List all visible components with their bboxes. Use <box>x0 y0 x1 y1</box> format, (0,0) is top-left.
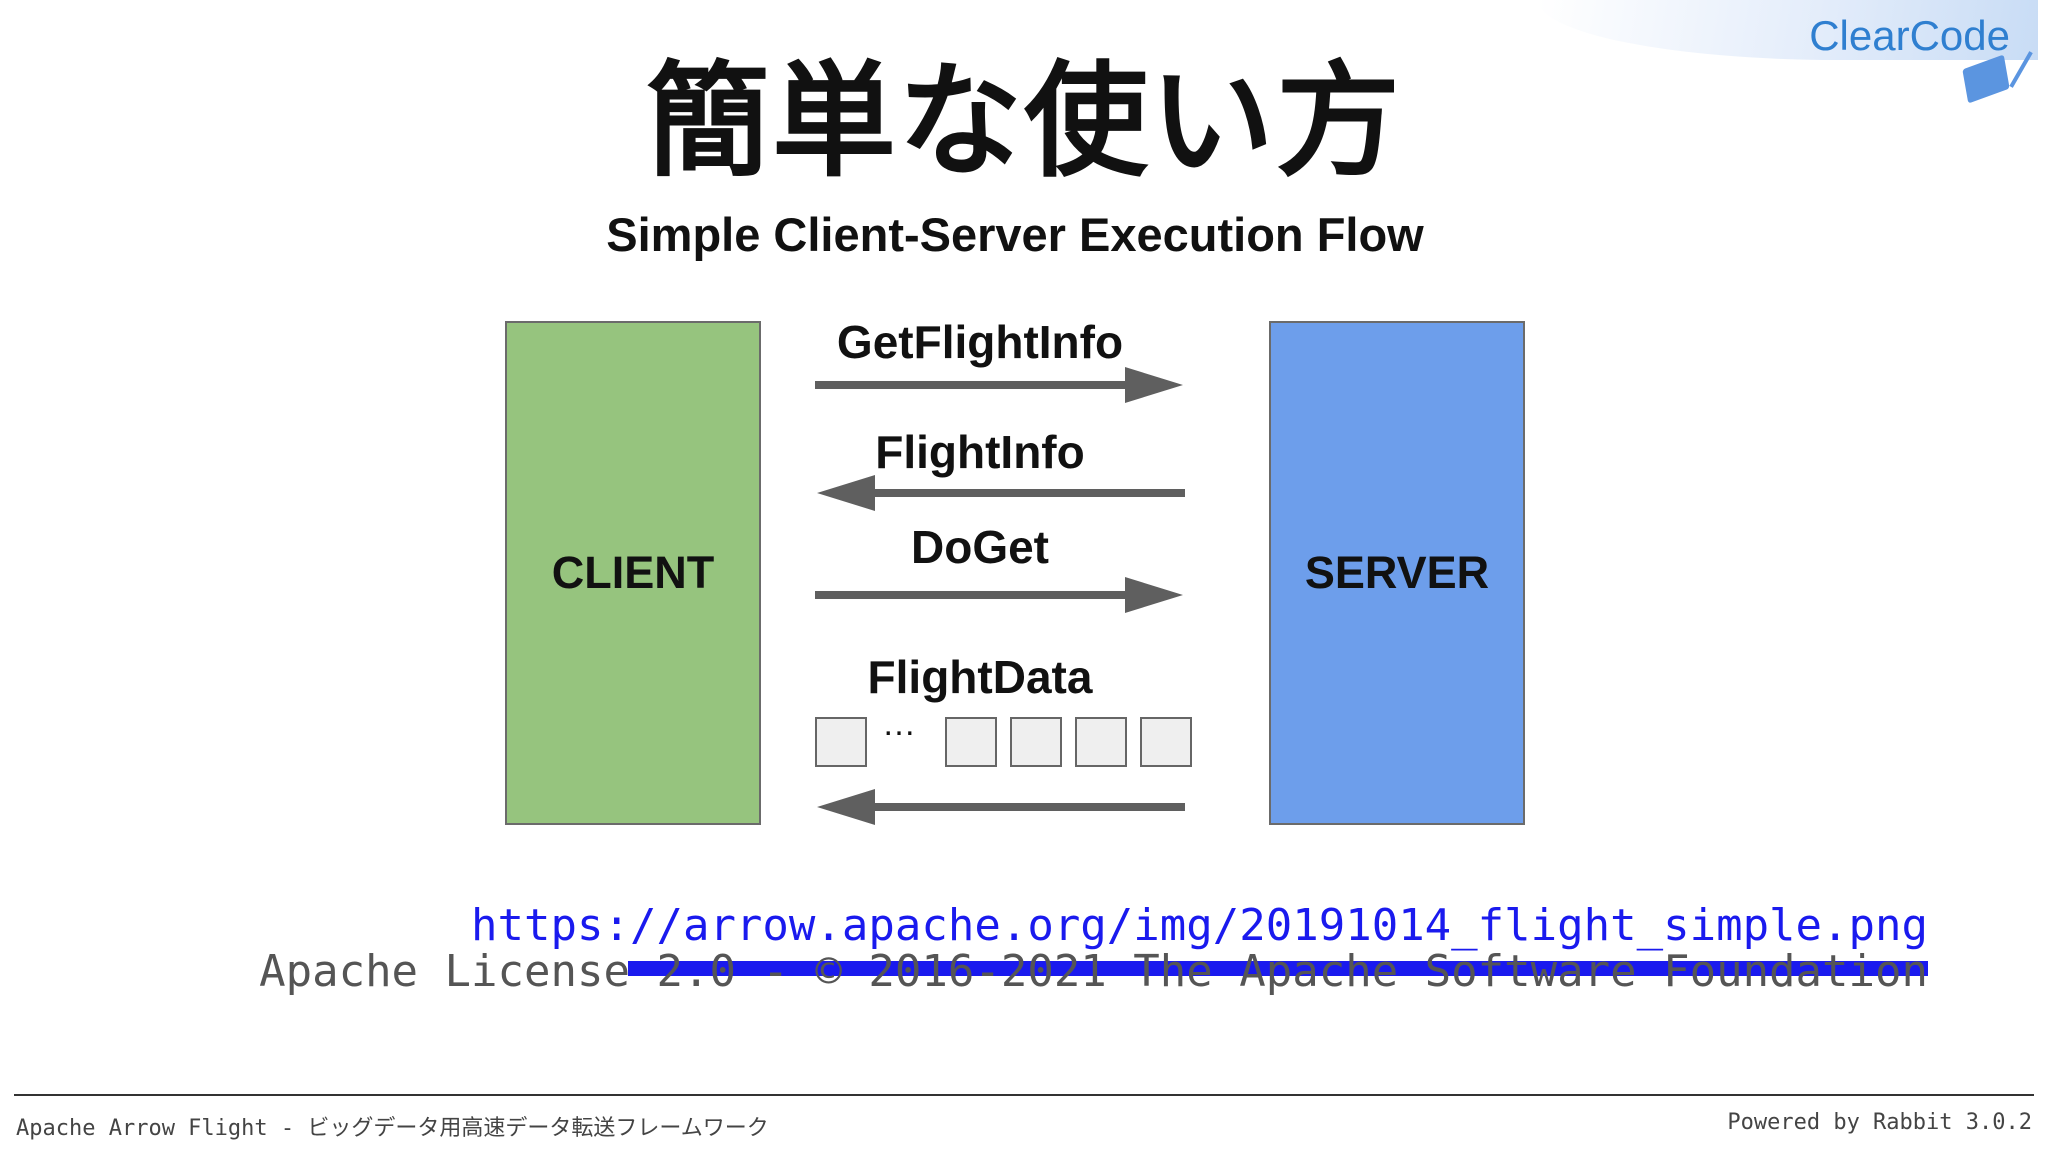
arrow-left-icon <box>817 475 1185 511</box>
server-box: SERVER <box>1269 321 1525 825</box>
footer-divider <box>14 1094 2034 1096</box>
logo-text: ClearCode <box>1809 12 2010 59</box>
source-link[interactable]: https://arrow.apache.org/img/20191014_fl… <box>471 900 1928 951</box>
data-packet <box>1140 717 1192 767</box>
arrow-left-icon <box>817 789 1185 825</box>
license-text: Apache License 2.0 - © 2016-2021 The Apa… <box>259 946 1928 997</box>
client-box: CLIENT <box>505 321 761 825</box>
message-flightdata-label: FlightData <box>867 651 1093 703</box>
arrow-right-icon <box>815 367 1183 403</box>
clearcode-logo: ClearCode <box>1538 0 2038 120</box>
data-packet <box>815 717 867 767</box>
message-flightinfo-label: FlightInfo <box>875 426 1085 478</box>
data-packet <box>1075 717 1127 767</box>
data-packet <box>1010 717 1062 767</box>
message-getflightinfo-label: GetFlightInfo <box>836 316 1124 368</box>
slide-title: 簡単な使い方 <box>645 50 1402 194</box>
data-ellipsis: … <box>882 705 916 743</box>
link-underline <box>628 961 1928 976</box>
footer-powered-by: Powered by Rabbit 3.0.2 <box>1727 1110 2032 1135</box>
data-packet <box>945 717 997 767</box>
arrow-right-icon <box>815 577 1183 613</box>
diagram-title: Simple Client-Server Execution Flow <box>606 208 1424 261</box>
server-label: SERVER <box>1304 547 1490 598</box>
message-doget-label: DoGet <box>911 521 1049 573</box>
flight-flow-diagram: Simple Client-Server Execution Flow CLIE… <box>490 195 1540 855</box>
footer-presentation-title: Apache Arrow Flight - ビッグデータ用高速データ転送フレーム… <box>16 1116 769 1141</box>
client-label: CLIENT <box>551 547 715 598</box>
